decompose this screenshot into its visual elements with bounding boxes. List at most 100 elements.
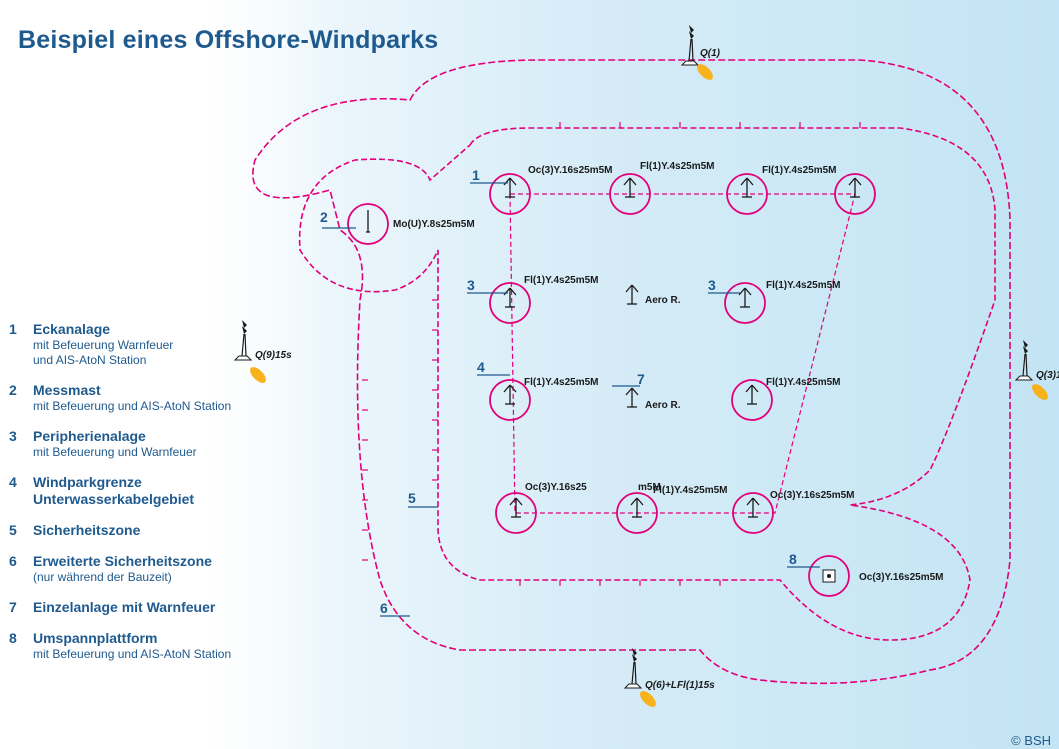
callout-number: 7	[637, 371, 645, 387]
turbine-icon	[738, 287, 752, 308]
turbine-icon	[630, 497, 644, 518]
buoy-south: Q(6)+LFl(1)15s	[624, 647, 715, 707]
buoy-icon	[1015, 339, 1033, 381]
legend-line: Unterwasserkabelgebiet	[33, 491, 195, 507]
aero-turbine-icon	[625, 284, 639, 305]
page-title: Beispiel eines Offshore-Windparks	[18, 26, 439, 54]
callout-number: 8	[789, 551, 797, 567]
safety-zone	[298, 127, 996, 641]
turbine-label: Fl(1)Y.4s25m5M	[653, 485, 727, 496]
legend-item-4: 4 Windparkgrenze Unterwasserkabelgebiet	[9, 474, 309, 508]
turbine-label: Fl(1)Y.4s25m5M	[524, 377, 598, 388]
turbine-label: Fl(1)Y.4s25m5M	[766, 377, 840, 388]
legend-title: Peripherienalage	[33, 428, 146, 444]
legend-item-5: 5 Sicherheitszone	[9, 522, 309, 539]
turbine-icon	[509, 497, 523, 518]
turbine-circle	[732, 492, 774, 534]
measuring-mast-circle	[347, 203, 389, 245]
turbine-icon	[746, 497, 760, 518]
legend-line: (nur während der Bauzeit)	[33, 570, 172, 584]
legend-title: Sicherheitszone	[33, 522, 141, 538]
aero-label: Aero R.	[645, 400, 681, 411]
aero-label: Aero R.	[645, 295, 681, 306]
callout-number: 2	[320, 209, 328, 225]
legend-line: mit Befeuerung Warnfeuer	[33, 338, 174, 352]
buoy-west: Q(9)15s	[234, 319, 292, 383]
copyright: © BSH	[1011, 733, 1051, 748]
platform-circle	[808, 555, 850, 597]
callout-number: 5	[408, 490, 416, 506]
legend-item-7: 7 Einzelanlage mit Warnfeuer	[9, 599, 309, 616]
legend-title: Windparkgrenze	[33, 474, 142, 490]
number-callouts	[322, 182, 820, 617]
svg-text:Q(6)+LFl(1)15s: Q(6)+LFl(1)15s	[645, 680, 715, 691]
turbine-label: Fl(1)Y.4s25m5M	[524, 275, 598, 286]
turbine-label: m5M	[638, 482, 661, 493]
callout-number: 3	[708, 277, 716, 293]
turbine-icon	[503, 287, 517, 308]
buoy-icon	[624, 647, 642, 689]
turbine-circle	[726, 173, 768, 215]
legend-item-8: 8 Umspannplattform mit Befeuerung und AI…	[9, 630, 309, 662]
callout-number: 1	[472, 167, 480, 183]
svg-text:Q(1): Q(1)	[700, 48, 721, 59]
legend-title: Umspannplattform	[33, 630, 158, 646]
legend-item-6: 6 Erweiterte Sicherheitszone (nur währen…	[9, 553, 309, 585]
svg-text:Q(3)10s: Q(3)10s	[1036, 370, 1059, 381]
legend-item-3: 3 Peripherienalage mit Befeuerung und Wa…	[9, 428, 309, 460]
legend: 1 Eckanalage mit Befeuerung Warnfeuer un…	[9, 321, 309, 676]
legend-line: mit Befeuerung und AIS-AtoN Station	[33, 647, 232, 661]
aero-turbine-icon	[625, 387, 639, 408]
turbine-label: Fl(1)Y.4s25m5M	[762, 165, 836, 176]
buoy-light-icon	[1032, 384, 1048, 400]
turbine-circle	[731, 379, 773, 421]
extended-zone-ticks	[362, 379, 368, 561]
turbine-circle	[834, 173, 876, 215]
legend-title: Erweiterte Sicherheitszone	[33, 553, 212, 569]
legend-number: 4	[9, 474, 17, 490]
svg-text:Q(9)15s: Q(9)15s	[255, 350, 292, 361]
legend-title: Einzelanlage mit Warnfeuer	[33, 599, 216, 615]
legend-title: Eckanalage	[33, 321, 111, 337]
legend-number: 2	[9, 382, 17, 398]
buoy-north: Q(1)	[681, 24, 721, 80]
legend-number: 1	[9, 321, 17, 337]
turbine-label: Fl(1)Y.4s25m5M	[766, 280, 840, 291]
turbine-circle	[489, 282, 531, 324]
park-boundary-cable	[509, 193, 856, 514]
turbine-circle	[489, 173, 531, 215]
turbine-icon	[745, 384, 759, 405]
measuring-mast-icon	[366, 210, 370, 233]
turbine-circle	[489, 379, 531, 421]
legend-line: und AIS-AtoN Station	[33, 353, 147, 367]
legend-number: 5	[9, 522, 17, 538]
turbine-label: Oc(3)Y.16s25m5M	[770, 490, 855, 501]
callout-number: 6	[380, 600, 388, 616]
buoy-light-icon	[640, 691, 656, 707]
legend-item-1: 1 Eckanalage mit Befeuerung Warnfeuer un…	[9, 321, 309, 368]
turbines	[347, 173, 876, 597]
turbine-circle	[724, 282, 766, 324]
legend-number: 8	[9, 630, 17, 646]
legend-item-2: 2 Messmast mit Befeuerung und AIS-AtoN S…	[9, 382, 309, 414]
buoy-icon	[234, 319, 252, 361]
callout-number: 4	[477, 359, 485, 375]
platform-label: Oc(3)Y.16s25m5M	[859, 572, 944, 583]
buoy-light-icon	[250, 367, 266, 383]
mast-label: Mo(U)Y.8s25m5M	[393, 219, 475, 230]
turbine-label: Oc(3)Y.16s25m5M	[528, 165, 613, 176]
turbine-label: Fl(1)Y.4s25m5M	[640, 161, 714, 172]
turbine-label: Oc(3)Y.16s25	[525, 482, 587, 493]
legend-number: 6	[9, 553, 17, 569]
extended-safety-zone	[252, 59, 1011, 685]
legend-line: mit Befeuerung und Warnfeuer	[33, 445, 197, 459]
turbine-circle	[495, 492, 537, 534]
buoy-east: Q(3)10s	[1015, 339, 1059, 400]
safety-zone-ticks	[432, 122, 861, 586]
legend-line: mit Befeuerung und AIS-AtoN Station	[33, 399, 232, 413]
turbine-circle	[609, 173, 651, 215]
legend-number: 3	[9, 428, 17, 444]
callout-number: 3	[467, 277, 475, 293]
turbine-circle	[616, 492, 658, 534]
